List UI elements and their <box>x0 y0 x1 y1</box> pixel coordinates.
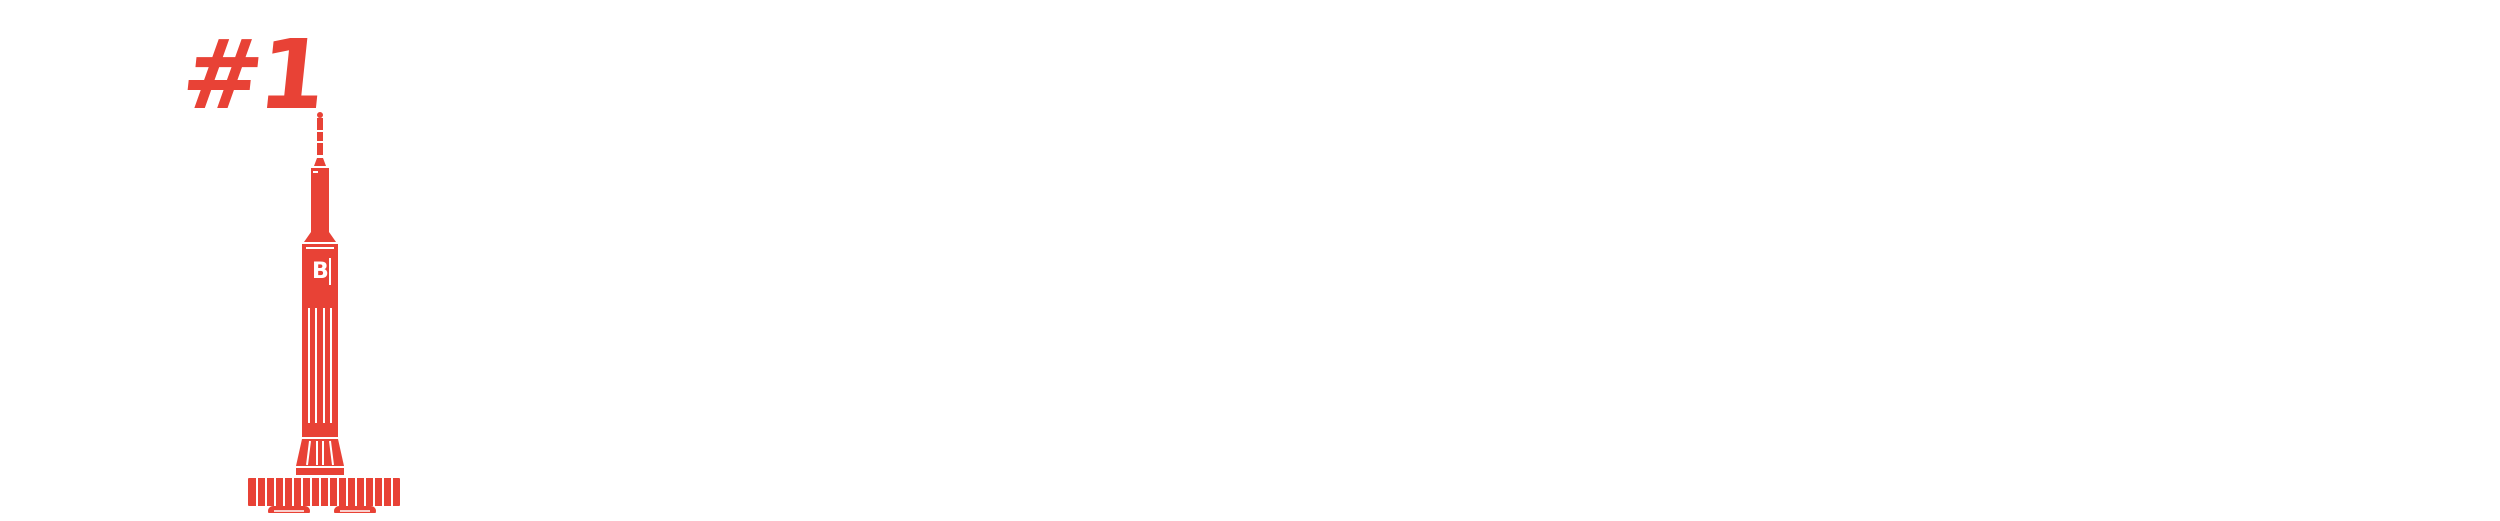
rank-label: #1 <box>176 19 328 131</box>
rocket-icon: B <box>248 112 400 513</box>
rocket-illustration: B <box>240 108 410 513</box>
rocket-stage-label: B <box>312 259 329 284</box>
